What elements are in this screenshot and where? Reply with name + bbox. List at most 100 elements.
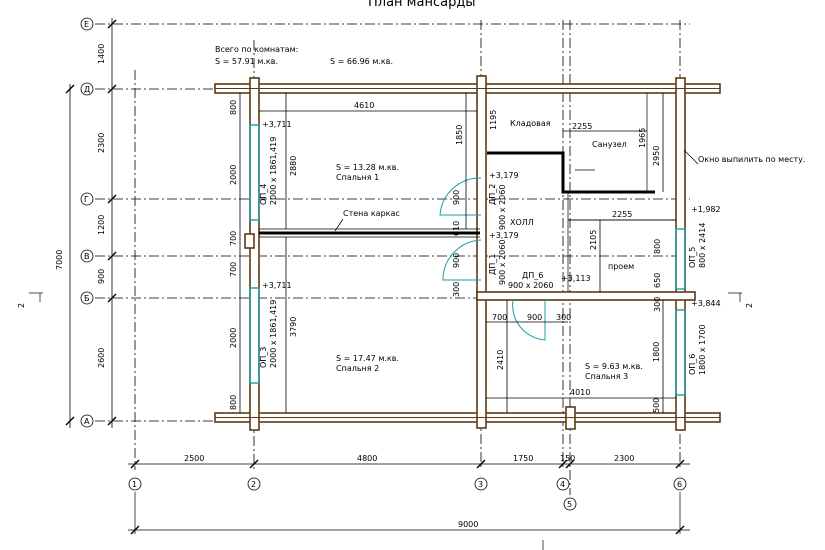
dim-inner-2: 2000 <box>229 165 238 185</box>
dim-left-1: 1400 <box>97 44 106 64</box>
room-name-bathroom: Санузел <box>592 140 627 149</box>
dim-interior-12: 2255 <box>612 210 632 219</box>
level-mark-1: +3,711 <box>262 120 292 129</box>
room-name-bedroom3: Спальня 3 <box>585 372 628 381</box>
door-code-dp2: ДП_2 <box>488 184 497 205</box>
totals-area-net: S = 57.91 м.кв. <box>215 57 278 66</box>
axis-label-4: 4 <box>560 480 565 489</box>
dim-bottom-1: 2500 <box>184 454 204 463</box>
dim-left-5: 2600 <box>97 348 106 368</box>
dim-interior-13: 2105 <box>589 230 598 250</box>
dim-tick <box>249 459 259 469</box>
door-code-dp6: ДП_6 <box>522 271 543 280</box>
room-name-storage: Кладовая <box>510 119 551 128</box>
window-op6 <box>675 309 686 396</box>
axis-marker-B <box>80 291 94 305</box>
dim-bottom-2: 4800 <box>357 454 377 463</box>
dim-interior-9: 610 <box>452 221 461 236</box>
dim-total-width: 9000 <box>458 520 478 529</box>
axis-marker-2 <box>247 477 261 491</box>
window-size-op5: 800 x 2414 <box>698 223 707 268</box>
dim-interior-8: 900 <box>452 190 461 205</box>
room-name-opening: проем <box>608 262 634 271</box>
axis-marker-A <box>80 414 94 428</box>
dim-interior-14: 800 <box>653 239 662 254</box>
door-dp1-swing <box>442 239 482 281</box>
axis-label-5: 5 <box>567 500 572 509</box>
dim-tick <box>107 251 117 261</box>
dim-inner-6: 800 <box>229 395 238 410</box>
door-labels: ДП_2 900 x 2060 ДП_1 900 x 2060 ДП_6 900… <box>488 184 553 290</box>
axis-marker-G <box>80 192 94 206</box>
axis-marker-D <box>80 82 94 96</box>
level-mark-7: +3,844 <box>691 299 721 308</box>
wall-stub-left <box>244 233 255 249</box>
dim-inner-4: 700 <box>229 262 238 277</box>
dim-interior-11: 300 <box>452 282 461 297</box>
windows <box>249 124 686 396</box>
dim-interior-2: 1850 <box>455 125 464 145</box>
level-mark-6: +1,982 <box>691 205 721 214</box>
dim-inner-3: 700 <box>229 231 238 246</box>
axis-marker-3 <box>474 477 488 491</box>
section-marks: 2 2 <box>17 292 754 308</box>
dim-interior-10: 900 <box>452 253 461 268</box>
dim-interior-15: 650 <box>653 273 662 288</box>
dimensions-bottom: 2500 4800 1750 150 2300 9000 <box>128 454 690 550</box>
level-mark-3: +3,179 <box>489 171 519 180</box>
axis-label-D: Д <box>84 85 90 94</box>
room-name-hall: ХОЛЛ <box>510 218 534 227</box>
axis-marker-6 <box>673 477 687 491</box>
dim-interior-1: 4610 <box>354 101 374 110</box>
dim-tick <box>565 459 575 469</box>
dim-tick <box>107 293 117 303</box>
dim-total-height: 7000 <box>55 250 64 270</box>
dim-interior-17: 3790 <box>289 317 298 337</box>
dim-interior-16: 300 <box>653 297 662 312</box>
dim-tick <box>107 416 117 426</box>
dim-left-3: 1200 <box>97 215 106 235</box>
axis-label-B: Б <box>84 294 90 303</box>
totals-heading: Всего по комнатам: <box>215 45 298 54</box>
note-frame-wall: Стена каркас <box>343 209 400 218</box>
dim-tick <box>558 459 568 469</box>
door-size-dp2: 900 x 2060 <box>498 185 507 230</box>
window-code-op6: ОП_6 <box>688 354 697 375</box>
axis-markers: 1 2 3 4 5 6 А Б В Г Д Е <box>80 17 687 511</box>
frame-wall-bedroom1-edges <box>259 228 480 238</box>
window-code-op5: ОП_5 <box>688 247 697 268</box>
dim-interior-21: 2410 <box>496 350 505 370</box>
plan-title: План мансарды <box>368 0 476 10</box>
dim-interior-6: 2950 <box>652 146 661 166</box>
room-area-bedroom3: S = 9.63 м.кв. <box>585 362 643 371</box>
window-size-op4: 2000 x 1861,419 <box>269 137 278 205</box>
dim-interior-20: 300 <box>556 313 571 322</box>
axis-marker-1 <box>128 477 142 491</box>
room-name-bedroom2: Спальня 2 <box>336 364 379 373</box>
dim-tick <box>130 459 140 469</box>
axis-label-1: 1 <box>132 480 137 489</box>
frame-wall-bath <box>487 151 655 194</box>
window-size-op3: 2000 x 1861,419 <box>269 300 278 368</box>
wall-axis-3 <box>476 75 487 429</box>
dim-tick <box>107 19 117 29</box>
dimensions-interior: 4610 1850 1195 2255 1965 2950 2880 900 6… <box>259 93 676 413</box>
dim-tick <box>65 416 75 426</box>
wall-bedroom3-top <box>476 291 696 301</box>
dim-interior-4: 2255 <box>572 122 592 131</box>
axis-label-E: Е <box>84 20 89 29</box>
axis-marker-5 <box>563 497 577 511</box>
axis-marker-V <box>80 249 94 263</box>
note-frame-wall-leader <box>334 218 344 232</box>
axis-label-6: 6 <box>677 480 682 489</box>
dim-tick <box>65 84 75 94</box>
door-dp2-swing <box>439 177 482 216</box>
dim-bottom-3: 1750 <box>513 454 533 463</box>
axis-marker-E <box>80 17 94 31</box>
window-op4 <box>249 124 260 221</box>
level-mark-5: +3,113 <box>561 274 591 283</box>
dim-inner-1: 800 <box>229 100 238 115</box>
window-code-op3: ОП_3 <box>259 347 268 368</box>
level-marks: +3,711 +3,711 +3,179 +3,179 +3,113 +1,98… <box>262 120 721 308</box>
